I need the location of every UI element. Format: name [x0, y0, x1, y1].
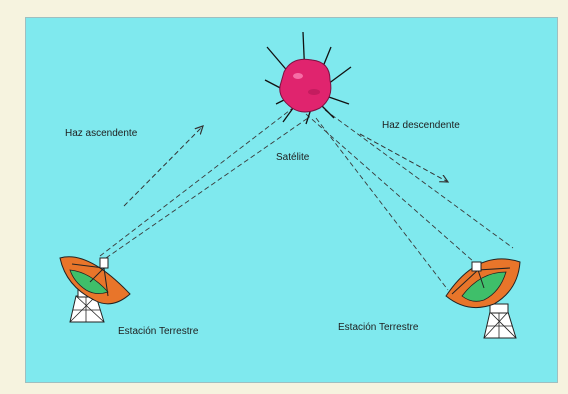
- downlink-beam-line-3: [306, 114, 474, 262]
- station-right-label: Estación Terrestre: [338, 322, 419, 333]
- uplink-label: Haz ascendente: [65, 128, 138, 139]
- downlink-arrow: [360, 134, 448, 182]
- beam-lines: [100, 104, 513, 290]
- downlink-beam-line-2: [316, 118, 448, 290]
- satellite-dish-icon-left: [60, 257, 130, 322]
- downlink-label: Haz descendente: [382, 120, 460, 131]
- station-left-label: Estación Terrestre: [118, 326, 199, 337]
- uplink-beam-line-2: [106, 118, 308, 258]
- satellite-label: Satélite: [276, 152, 310, 163]
- satellite-icon: [265, 32, 351, 124]
- uplink-beam-line-1: [100, 104, 298, 256]
- satellite-dish-icon-right: [446, 259, 520, 338]
